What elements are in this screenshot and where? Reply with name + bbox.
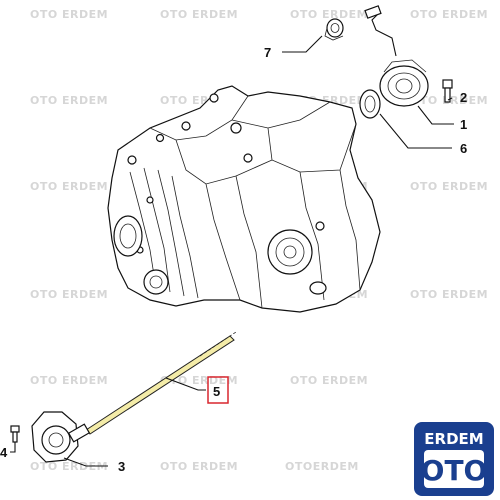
callout-4: 4 bbox=[0, 445, 8, 460]
callout-2: 2 bbox=[460, 90, 467, 105]
watermark-text: OTO ERDEM bbox=[30, 288, 108, 301]
watermark-text: OTO ERDEM bbox=[30, 460, 108, 473]
watermark-text: OTO ERDEM bbox=[30, 180, 108, 193]
watermark-text: OTO ERDEM bbox=[290, 8, 368, 21]
part-1-slave-cylinder bbox=[364, 5, 429, 107]
callout-6: 6 bbox=[460, 141, 467, 156]
watermark-text: OTO ERDEM bbox=[410, 180, 488, 193]
watermark-text: OTO ERDEM bbox=[30, 8, 108, 21]
oto-erdem-logo: ERDEM OTO bbox=[412, 420, 496, 498]
leader-lines bbox=[10, 35, 454, 467]
watermark-text: OTO ERDEM bbox=[410, 288, 488, 301]
leader-line-2 bbox=[447, 97, 453, 101]
callout-5-highlight-box bbox=[207, 376, 229, 404]
part-4-screw bbox=[10, 425, 20, 443]
part-3-actuator bbox=[31, 411, 91, 463]
callout-1: 1 bbox=[460, 117, 467, 132]
leader-line-5 bbox=[165, 377, 206, 391]
watermark-text: OTOERDEM bbox=[285, 460, 359, 473]
part-6-seal-ring bbox=[359, 89, 381, 119]
leader-line-6 bbox=[379, 113, 452, 149]
part-2-bolt bbox=[442, 79, 453, 103]
watermark-text: OTO ERDEM bbox=[160, 460, 238, 473]
leader-line-3 bbox=[63, 457, 108, 467]
leader-line-7 bbox=[282, 35, 323, 53]
logo-top-text: ERDEM bbox=[424, 430, 483, 448]
callout-7: 7 bbox=[264, 45, 271, 60]
leader-line-4 bbox=[10, 442, 16, 453]
watermark-text: OTO ERDEM bbox=[30, 94, 108, 107]
gearbox-housing bbox=[107, 85, 381, 313]
callout-labels: 7 2 1 6 5 3 4 bbox=[0, 45, 467, 474]
callout-3: 3 bbox=[118, 459, 125, 474]
logo-inner-panel bbox=[424, 450, 484, 488]
watermark-text: OTO ERDEM bbox=[410, 8, 488, 21]
logo-bottom-text: OTO bbox=[421, 454, 488, 487]
watermark-text: OTO ERDEM bbox=[160, 8, 238, 21]
watermark-text: OTO ERDEM bbox=[290, 374, 368, 387]
leader-line-1 bbox=[417, 105, 454, 125]
part-7-bushing bbox=[324, 18, 344, 41]
watermark-text: OTO ERDEM bbox=[30, 374, 108, 387]
logo-graphic: ERDEM OTO bbox=[414, 422, 494, 496]
callout-5: 5 bbox=[213, 384, 220, 399]
